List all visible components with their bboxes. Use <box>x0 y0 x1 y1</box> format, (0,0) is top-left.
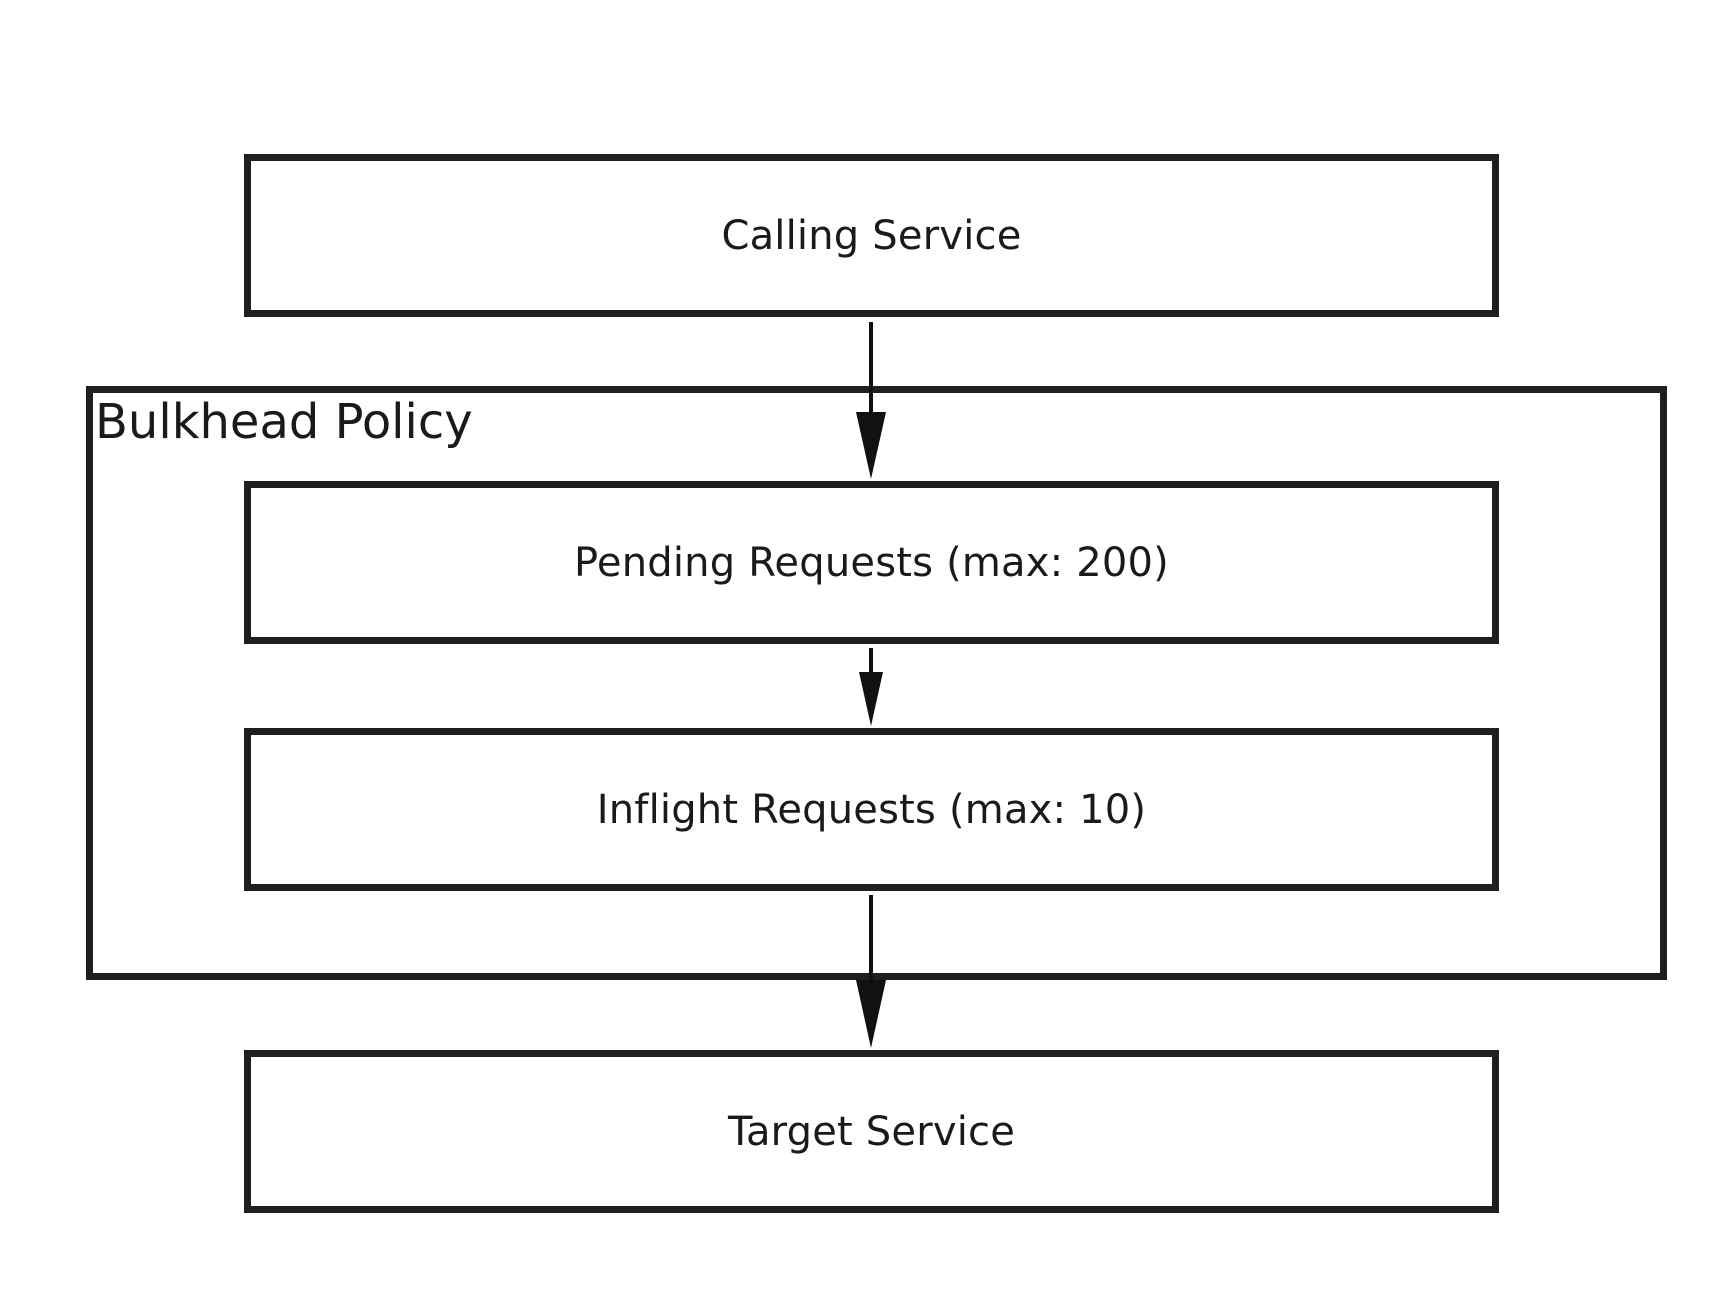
target-service-node: Target Service <box>244 1050 1499 1213</box>
pending-requests-node: Pending Requests (max: 200) <box>244 481 1499 644</box>
pending-requests-label: Pending Requests (max: 200) <box>574 539 1169 586</box>
calling-service-node: Calling Service <box>244 154 1499 317</box>
calling-service-label: Calling Service <box>721 212 1022 259</box>
target-service-label: Target Service <box>727 1108 1016 1155</box>
inflight-requests-label: Inflight Requests (max: 10) <box>596 786 1147 833</box>
inflight-requests-node: Inflight Requests (max: 10) <box>244 728 1499 891</box>
bulkhead-policy-label: Bulkhead Policy <box>95 394 473 450</box>
bulkhead-policy-group <box>86 386 1667 980</box>
